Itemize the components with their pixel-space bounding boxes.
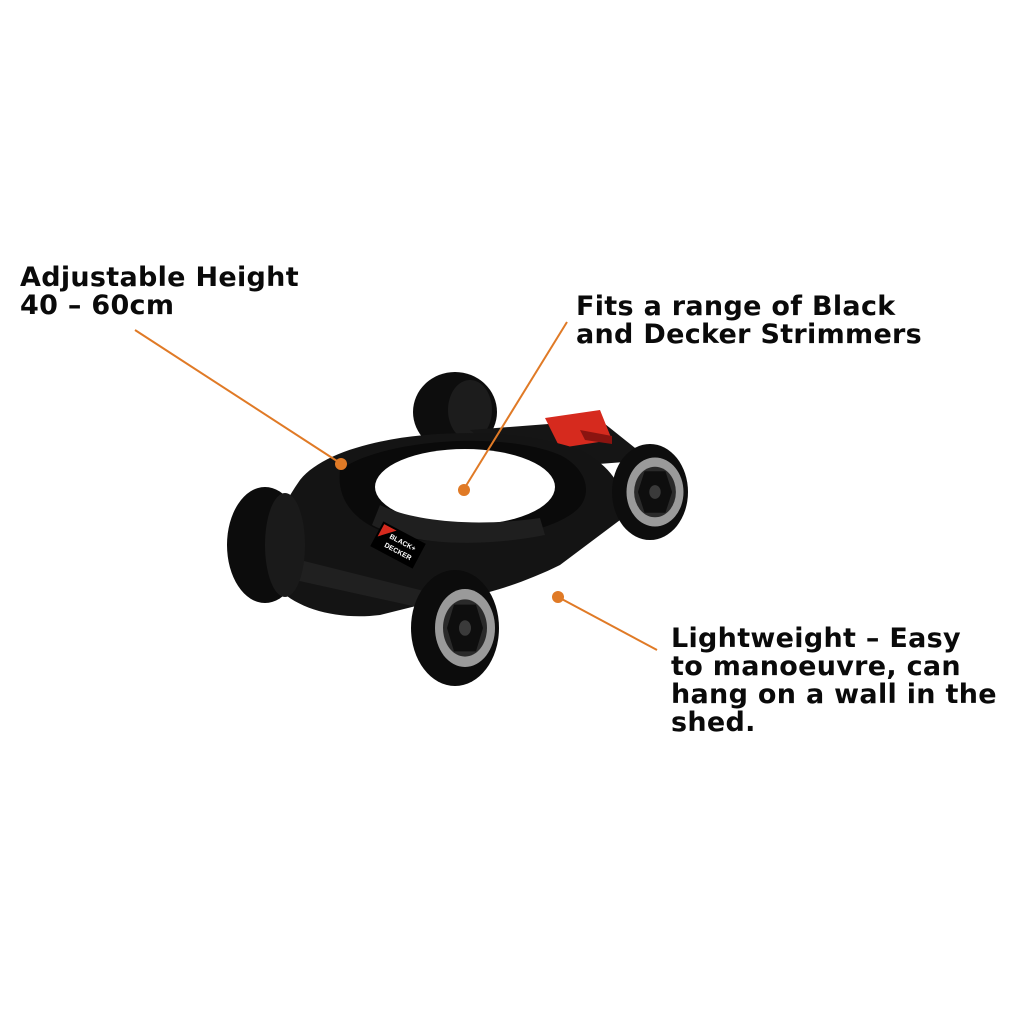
- leader-line-lightweight: [552, 591, 658, 651]
- leader-line-fits: [458, 321, 568, 496]
- back-right-wheel: [612, 444, 688, 540]
- callout-lightweight: Lightweight – Easy to manoeuvre, can han…: [671, 623, 997, 738]
- leader-line-height: [134, 329, 347, 470]
- deck-chassis: [270, 433, 623, 617]
- front-right-wheel: [411, 570, 499, 686]
- callout-adjustable-height: Adjustable Height 40 – 60cm: [20, 262, 299, 321]
- callout-fits-strimmers: Fits a range of Black and Decker Strimme…: [576, 291, 923, 350]
- front-left-wheel: [227, 487, 305, 603]
